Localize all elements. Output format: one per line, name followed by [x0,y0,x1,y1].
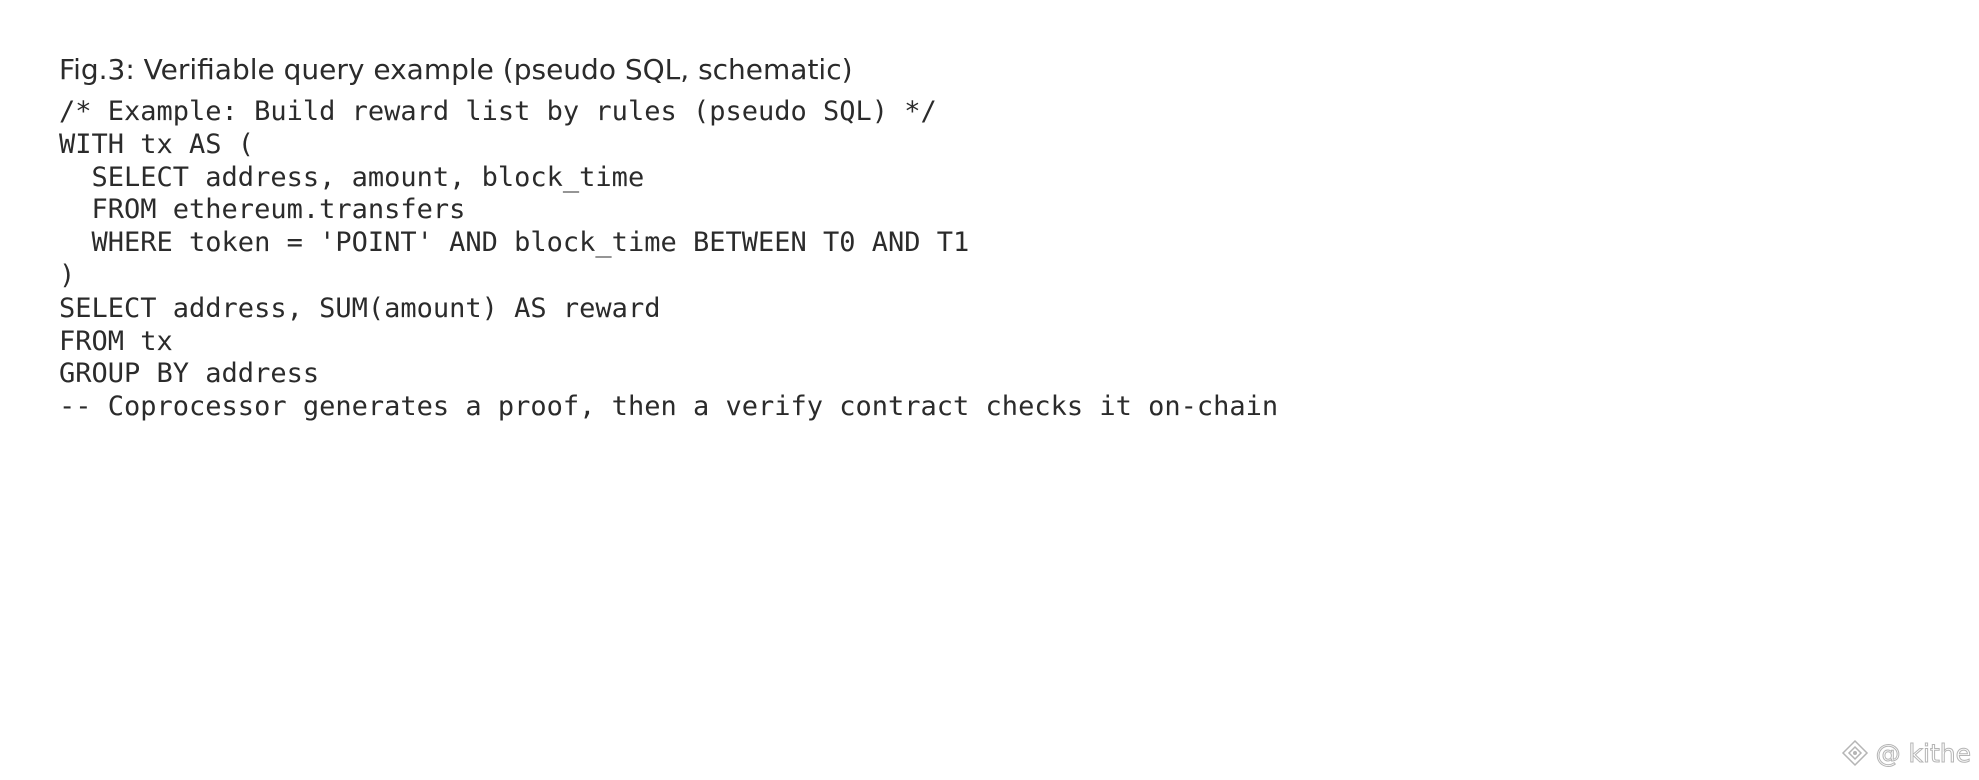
code-line: FROM tx [59,325,173,357]
code-line: SELECT address, SUM(amount) AS reward [59,292,661,324]
code-line: FROM ethereum.transfers [59,194,466,226]
watermark-text: @ kithe [1875,738,1971,768]
code-line: WHERE token = 'POINT' AND block_time BET… [59,227,970,259]
code-line: -- Coprocessor generates a proof, then a… [59,391,1279,423]
watermark: @ kithe [1840,738,1972,768]
code-block: /* Example: Build reward list by rules (… [59,96,1919,424]
code-line: SELECT address, amount, block_time [59,161,645,193]
code-line: /* Example: Build reward list by rules (… [59,96,937,127]
figure-caption: Fig.3: Verifiable query example (pseudo … [59,53,853,86]
figure: Fig.3: Verifiable query example (pseudo … [59,50,1919,424]
code-line: ) [59,259,76,291]
code-line: WITH tx AS ( [59,128,255,160]
code-line: GROUP BY address [59,358,320,390]
diamond-logo-icon [1840,738,1870,768]
